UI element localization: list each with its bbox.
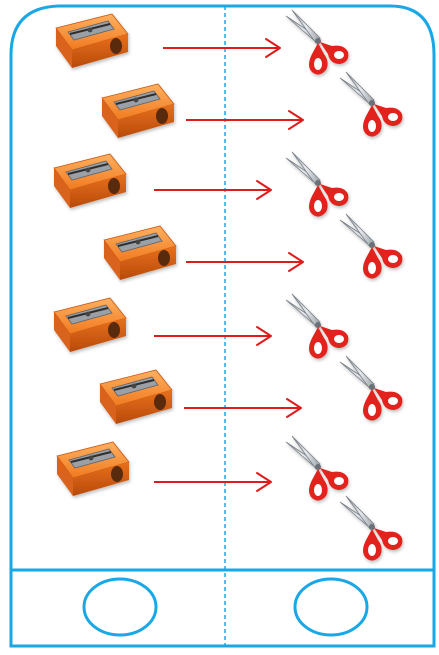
arrow-right-icon [154, 472, 272, 492]
pencil-sharpener-icon [99, 369, 173, 424]
answer-circle-right[interactable] [293, 577, 369, 637]
scissors-icon [339, 495, 403, 561]
pencil-sharpener-icon [55, 13, 129, 68]
arrow-right-icon [163, 38, 281, 58]
worksheet-border [9, 4, 436, 648]
sharpener-column [53, 13, 177, 496]
match-arrows [154, 38, 304, 492]
arrow-right-icon [154, 326, 272, 346]
scissors-icon [285, 293, 349, 359]
pencil-sharpener-icon [53, 153, 127, 208]
scissors-icon [339, 213, 403, 279]
scissors-icon [339, 355, 403, 421]
answer-circle-left[interactable] [82, 577, 158, 637]
scissors-column [285, 9, 403, 561]
arrow-right-icon [184, 398, 302, 418]
pencil-sharpener-icon [53, 297, 127, 352]
arrow-right-icon [186, 110, 304, 130]
scissors-icon [285, 9, 349, 75]
arrow-right-icon [154, 180, 272, 200]
pencil-sharpener-icon [56, 441, 130, 496]
worksheet-frame [9, 4, 436, 648]
pencil-sharpener-icon [103, 225, 177, 280]
scissors-icon [285, 151, 349, 217]
pencil-sharpener-icon [101, 83, 175, 138]
scissors-icon [339, 71, 403, 137]
scissors-icon [285, 435, 349, 501]
arrow-right-icon [186, 252, 304, 272]
